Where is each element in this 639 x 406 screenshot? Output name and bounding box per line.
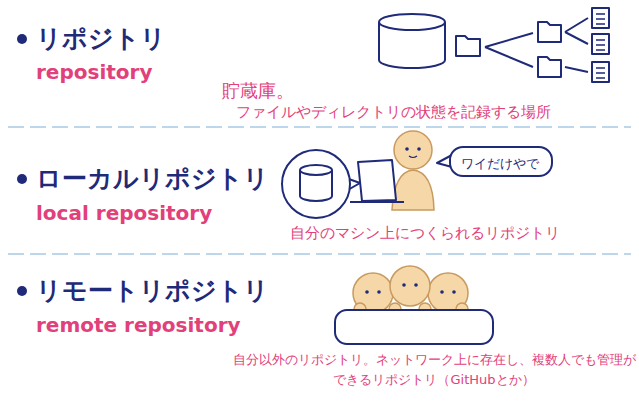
person-eye xyxy=(414,283,418,287)
laptop-base xyxy=(350,201,404,203)
description: ファイルやディレクトリの状態を記録する場所 xyxy=(236,103,551,121)
bullet-dot xyxy=(17,34,27,44)
divider-line xyxy=(8,126,631,128)
tree-branch xyxy=(565,18,588,72)
bullet-dot xyxy=(17,174,27,184)
person-body xyxy=(392,170,434,210)
person-eye xyxy=(440,290,444,294)
folder-icon xyxy=(538,22,561,42)
person-mouth xyxy=(409,156,417,158)
repository-cylinder xyxy=(379,14,445,68)
english-term: remote repository xyxy=(36,313,241,337)
section-heading: ローカルリポジトリ xyxy=(36,164,269,194)
people-eyes xyxy=(365,283,456,294)
folder-tree xyxy=(456,8,609,82)
bubble-circle xyxy=(282,150,350,218)
person-eye xyxy=(377,290,381,294)
person-head xyxy=(394,131,432,169)
speech-bubble: ワイだけやで xyxy=(449,146,553,177)
thought-bubble xyxy=(282,150,360,218)
divider-line xyxy=(8,253,631,255)
people-group xyxy=(353,266,468,315)
person-head xyxy=(390,266,430,306)
folder-icon xyxy=(456,36,480,56)
table-shape xyxy=(335,310,493,344)
person-eye xyxy=(365,290,369,294)
description: 自分以外のリポジトリ。ネットワーク上に存在し、複数人でも管理が できるリポジトリ… xyxy=(232,350,636,389)
file-lines xyxy=(596,14,605,78)
section-heading: リポジトリ xyxy=(36,24,166,54)
file-icon xyxy=(592,34,609,54)
laptop-icon xyxy=(350,160,404,202)
file-icon xyxy=(592,62,609,82)
laptop-lid xyxy=(358,160,396,201)
section-heading: リモートリポジトリ xyxy=(36,276,269,306)
person-eye xyxy=(402,283,406,287)
description: 自分のマシン上につくられるリポジトリ xyxy=(290,224,560,242)
bubble-text: ワイだけやで xyxy=(461,156,539,173)
description: 貯蔵庫。 xyxy=(222,80,294,102)
tree-branch xyxy=(485,33,533,67)
folder-icon xyxy=(538,57,561,77)
person-eye xyxy=(405,147,409,151)
bullet-dot xyxy=(17,286,27,296)
person-figure xyxy=(392,131,434,210)
cylinder-top xyxy=(379,14,445,30)
cylinder-top xyxy=(300,165,332,175)
person-eye xyxy=(452,290,456,294)
english-term: local repository xyxy=(36,201,212,225)
english-term: repository xyxy=(36,60,152,84)
person-eye xyxy=(417,147,421,151)
file-icon xyxy=(592,8,609,28)
